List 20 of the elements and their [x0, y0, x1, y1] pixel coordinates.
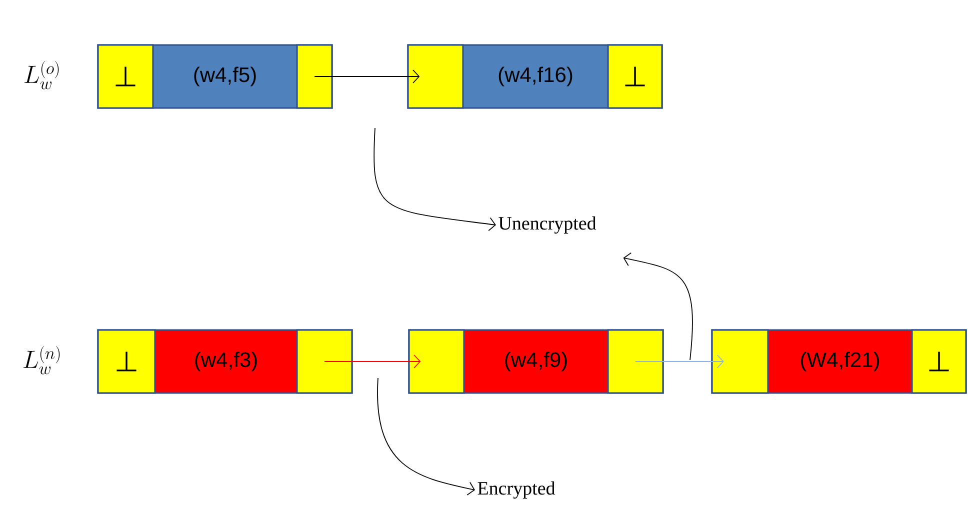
pointer-cell	[711, 329, 769, 394]
list-label: $L_w^{(o)}$	[24, 60, 59, 90]
arrow	[623, 252, 693, 360]
arrow	[635, 354, 724, 368]
null-cell: ⊥	[911, 329, 967, 394]
pointer-cell	[408, 329, 465, 394]
text-label: Unencrypted	[498, 216, 596, 234]
null-cell: ⊥	[97, 44, 154, 109]
text-label: Encrypted	[478, 481, 556, 499]
arrow	[374, 128, 496, 232]
list-label: $L_w^{(n)}$	[23, 346, 60, 374]
pointer-cell	[607, 329, 664, 394]
null-cell: ⊥	[607, 44, 663, 109]
pointer-cell	[296, 329, 353, 394]
arrow	[314, 70, 420, 84]
pointer-cell	[407, 44, 464, 109]
arrow	[324, 354, 421, 368]
pointer-cell	[296, 44, 333, 109]
arrow	[377, 378, 475, 496]
null-cell: ⊥	[97, 329, 156, 394]
